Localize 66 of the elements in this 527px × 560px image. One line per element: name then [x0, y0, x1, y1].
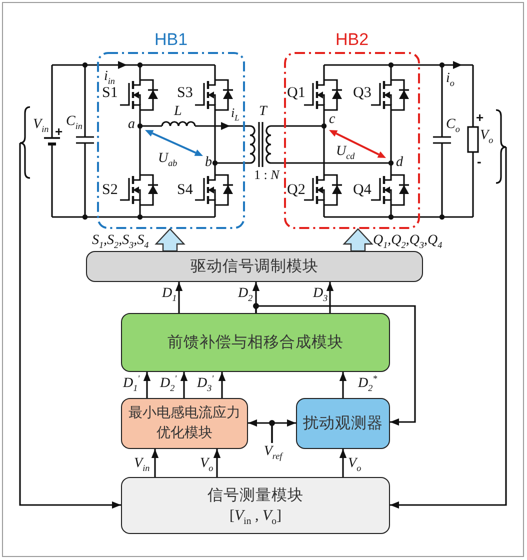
component-label: C$_{in}$: [66, 114, 82, 129]
component-label: T: [259, 104, 267, 119]
module-box: [121, 313, 390, 372]
current-label: i$_{o}$: [446, 71, 454, 86]
module-box: [296, 398, 390, 449]
arrow: [255, 305, 416, 426]
module-title: 扰动观测器: [303, 414, 383, 434]
switch-label: Q3: [353, 86, 372, 101]
component-label: C$_{o}$: [446, 117, 460, 132]
component-label: L: [174, 104, 182, 119]
arrow: [271, 419, 296, 443]
polarity-sign: -: [477, 154, 482, 169]
module-box: [86, 251, 423, 282]
switch-label: Q1: [287, 86, 306, 101]
dashed-region: [97, 30, 245, 229]
arrow: [213, 449, 221, 477]
module-box: [121, 398, 248, 449]
arrow: [339, 449, 347, 477]
module-box: [121, 477, 390, 534]
switch-label: S2: [102, 183, 118, 198]
signal-label: D$_{1}$: [162, 286, 177, 301]
signal-label: V$_{in}$: [134, 456, 150, 471]
dashed-region: [284, 30, 420, 229]
switch-label: S4: [177, 183, 193, 198]
arrow: [143, 372, 151, 398]
voltage-label: V$_{in}$: [33, 117, 49, 132]
turns-ratio-label: 1 : N: [254, 167, 280, 182]
node-label: c: [329, 112, 336, 127]
current-label: i$_{in}$: [104, 69, 115, 84]
switch-label: Q4: [353, 183, 372, 198]
arrow: [218, 372, 226, 398]
block-arrow: [342, 228, 374, 252]
arrow: [151, 449, 159, 477]
arrow: [390, 147, 507, 509]
current-label: i$_{L}$: [231, 105, 240, 120]
signal-label: D$_{2}$: [238, 286, 253, 301]
arrow: [180, 372, 188, 398]
polarity-sign: +: [55, 124, 63, 139]
reference-voltage-label: V$_{ref}$: [259, 443, 287, 461]
voltage-label: V$_{o}$: [480, 128, 494, 143]
arrow: [19, 143, 121, 509]
region-title: HB2: [335, 30, 369, 50]
module-title: 驱动信号调制模块: [190, 256, 318, 276]
arrow: [175, 282, 183, 313]
signal-label: V$_{o}$: [348, 456, 362, 471]
switch-label: Q2: [287, 183, 306, 198]
polarity-sign: +: [476, 110, 484, 125]
region-title: HB1: [154, 30, 188, 50]
arrow: [339, 372, 347, 398]
node-label: a: [128, 117, 135, 132]
module-title: 前馈补偿与相移合成模块: [168, 332, 344, 352]
module-title: 最小电感电流应力优化模块: [128, 404, 242, 442]
arrow: [326, 282, 334, 313]
voltage-label: U$_{cd}$: [336, 144, 355, 159]
switch-label: S3: [177, 86, 193, 101]
node-label: d: [396, 155, 403, 170]
node-label: b: [205, 155, 212, 170]
signal-label: Q$_{1}$,Q$_{2}$,Q$_{3}$,Q$_{4}$: [373, 233, 442, 248]
signal-list: [V$_{in}$ , V$_{o}$]: [229, 506, 282, 526]
switch-label: S1: [102, 86, 118, 101]
block-arrow: [154, 228, 186, 252]
signal-label: D$_{3}$: [313, 286, 328, 301]
signal-label: V$_{o}$: [200, 456, 214, 471]
module-title: 信号测量模块: [208, 486, 304, 506]
voltage-label: U$_{ab}$: [158, 151, 178, 166]
signal-label: S$_{1}$,S$_{2}$,S$_{3}$,S$_{4}$: [92, 233, 149, 248]
